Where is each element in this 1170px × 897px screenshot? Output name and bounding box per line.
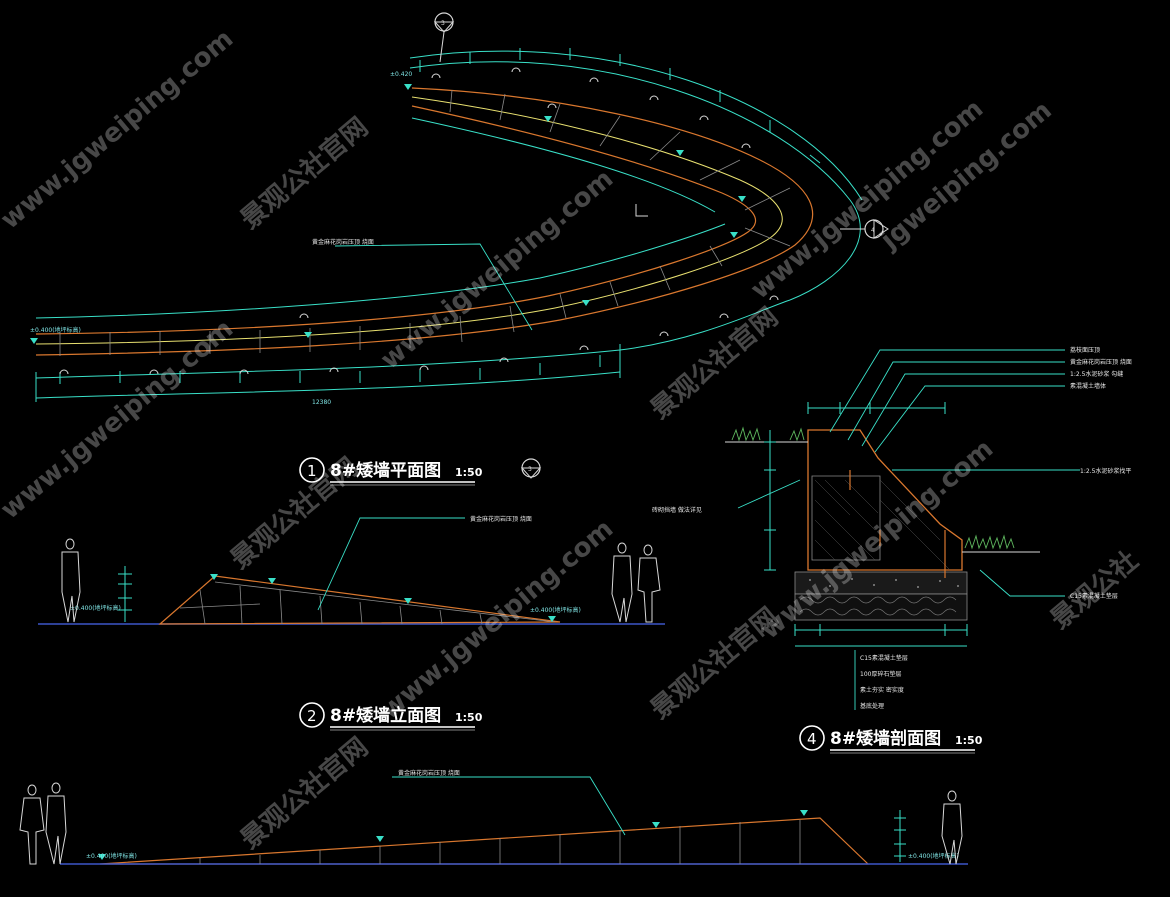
svg-text:C15素混凝土垫层: C15素混凝土垫层 bbox=[1070, 592, 1118, 600]
svg-text:景观公社官网: 景观公社官网 bbox=[235, 731, 374, 855]
bottom-human-figures bbox=[19, 782, 963, 865]
svg-text:±0.400(地坪标高): ±0.400(地坪标高) bbox=[530, 606, 581, 614]
svg-text:1:2.5水泥砂浆找平: 1:2.5水泥砂浆找平 bbox=[1080, 467, 1131, 475]
svg-text:黄金麻花岗岩压顶 烧面: 黄金麻花岗岩压顶 烧面 bbox=[470, 515, 532, 523]
svg-text:www.jgweiping.com: www.jgweiping.com bbox=[375, 514, 619, 725]
section-view: 荔枝面压顶 黄金麻花岗岩压顶 烧面 1:2.5水泥砂浆 勾缝 素混凝土墙体 1:… bbox=[652, 346, 1132, 710]
svg-text:12380: 12380 bbox=[312, 399, 331, 406]
svg-text:素混凝土墙体: 素混凝土墙体 bbox=[1070, 382, 1106, 390]
watermarks: www.jgweiping.com www.jgweiping.com www.… bbox=[0, 24, 1144, 855]
svg-text:±0.400(地坪标高): ±0.400(地坪标高) bbox=[908, 852, 959, 860]
svg-text:荔枝面压顶: 荔枝面压顶 bbox=[1070, 346, 1100, 354]
svg-text:黄金麻花岗岩压顶 烧面: 黄金麻花岗岩压顶 烧面 bbox=[1070, 358, 1132, 366]
svg-text:±0.400(地坪标高): ±0.400(地坪标高) bbox=[70, 604, 121, 612]
plan-title-block: 1 8#矮墙平面图 1:50 3 bbox=[299, 457, 542, 486]
elevation-view: 黄金麻花岗岩压顶 烧面 ±0.400(地坪标高) ±0.400(地坪标高) bbox=[38, 515, 665, 625]
bottom-elevation-view: 黄金麻花岗岩压顶 烧面 ±0.400(地坪标高) ±0.400(地坪标高) bbox=[19, 769, 968, 865]
svg-text:±0.400(地坪标高): ±0.400(地坪标高) bbox=[30, 326, 81, 334]
plan-segment-lines bbox=[59, 89, 791, 356]
elevation-title-number: 2 bbox=[307, 707, 317, 725]
section-title-text: 8#矮墙剖面图 bbox=[830, 728, 941, 749]
plan-view: 黄金麻花岗岩压顶 烧面 bbox=[30, 12, 889, 406]
plan-joint-symbols bbox=[59, 67, 779, 375]
svg-text:景观公社官网: 景观公社官网 bbox=[235, 111, 374, 235]
svg-text:黄金麻花岗岩压顶 烧面: 黄金麻花岗岩压顶 烧面 bbox=[312, 238, 374, 246]
plan-title-scale: 1:50 bbox=[455, 466, 483, 479]
section-title-scale: 1:50 bbox=[955, 734, 983, 747]
elevation-title-scale: 1:50 bbox=[455, 711, 483, 724]
plan-title-number: 1 bbox=[307, 462, 317, 480]
svg-text:www.jgweiping.com: www.jgweiping.com bbox=[0, 314, 239, 525]
section-marker-4-right: 4 bbox=[840, 219, 889, 239]
svg-text:C15素混凝土垫层: C15素混凝土垫层 bbox=[860, 654, 908, 662]
svg-text:景观公社官网: 景观公社官网 bbox=[225, 451, 364, 575]
elevation-human-figures bbox=[61, 538, 661, 623]
svg-text:www.jgweiping.com: www.jgweiping.com bbox=[375, 164, 619, 375]
svg-text:砖砌挡墙 做法详见: 砖砌挡墙 做法详见 bbox=[652, 506, 702, 514]
svg-text:景观公社: 景观公社 bbox=[1045, 545, 1145, 636]
svg-text:基底处理: 基底处理 bbox=[860, 702, 884, 710]
svg-text:3: 3 bbox=[441, 20, 445, 27]
plan-title-text: 8#矮墙平面图 bbox=[330, 460, 441, 481]
section-marker-3-title: 3 bbox=[520, 458, 542, 479]
svg-text:素土夯实 密实度: 素土夯实 密实度 bbox=[860, 686, 904, 694]
svg-text:100厚碎石垫层: 100厚碎石垫层 bbox=[860, 670, 901, 678]
section-marker-3-top: 3 bbox=[433, 12, 455, 63]
svg-text:景观公社官网: 景观公社官网 bbox=[645, 301, 784, 425]
section-title-number: 4 bbox=[807, 730, 817, 748]
svg-text:3: 3 bbox=[528, 466, 532, 473]
svg-text:±0.420: ±0.420 bbox=[390, 71, 412, 78]
section-title-block: 4 8#矮墙剖面图 1:50 bbox=[799, 725, 983, 754]
svg-text:4: 4 bbox=[871, 227, 875, 234]
svg-text:www.jgweiping.com: www.jgweiping.com bbox=[0, 24, 239, 235]
plan-dimension-ticks bbox=[35, 48, 821, 402]
svg-text:景观公社官网: 景观公社官网 bbox=[645, 601, 784, 725]
svg-text:黄金麻花岗岩压顶 烧面: 黄金麻花岗岩压顶 烧面 bbox=[398, 769, 460, 777]
elevation-title-block: 2 8#矮墙立面图 1:50 bbox=[299, 702, 483, 731]
grass-symbol bbox=[731, 426, 1015, 550]
svg-text:±0.400(地坪标高): ±0.400(地坪标高) bbox=[86, 852, 137, 860]
plan-level-markers bbox=[30, 84, 746, 344]
elevation-title-text: 8#矮墙立面图 bbox=[330, 705, 441, 726]
svg-text:1:2.5水泥砂浆 勾缝: 1:2.5水泥砂浆 勾缝 bbox=[1070, 370, 1123, 378]
